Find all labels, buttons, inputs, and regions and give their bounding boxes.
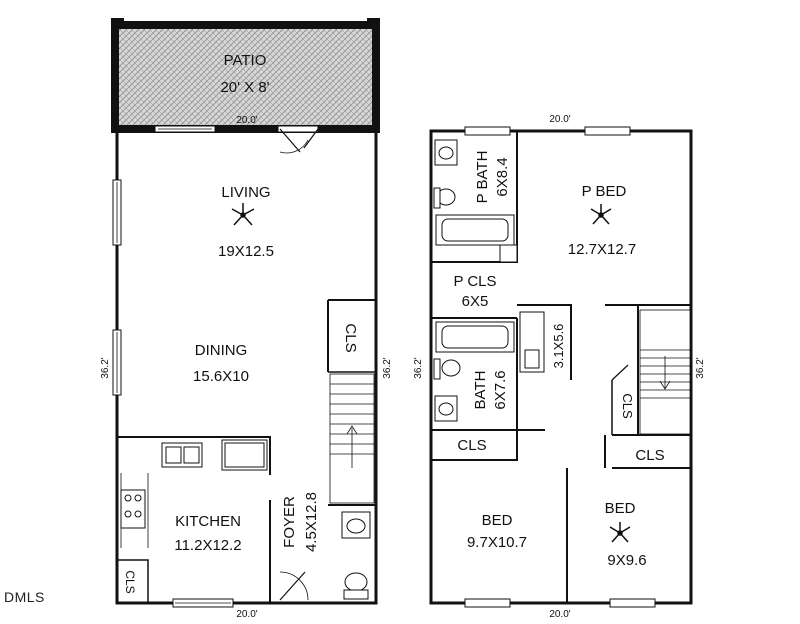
bed2-name: BED — [605, 500, 636, 517]
p-bath-size: 6X8.4 — [494, 157, 511, 196]
foyer-size: 4.5X12.8 — [303, 492, 320, 552]
foyer-name: FOYER — [281, 496, 298, 548]
dim-second-right: 36.2' — [695, 357, 706, 378]
ceiling-fan-icon — [590, 204, 612, 225]
first-floor — [111, 18, 380, 608]
dim-second-left: 36.2' — [413, 357, 424, 378]
dim-first-right: 36.2' — [382, 357, 393, 378]
foyer-fixtures — [279, 511, 371, 601]
dim-second-bottom: 20.0' — [549, 609, 570, 620]
first-floor-stairs — [329, 373, 375, 504]
first-floor-windows — [112, 179, 234, 608]
kitchen-size: 11.2X12.2 — [174, 537, 241, 554]
bed1-name: BED — [482, 512, 513, 529]
cls-first-stair-label: CLS — [342, 323, 359, 352]
kitchen-name: KITCHEN — [175, 513, 241, 530]
cls-second-left-label: CLS — [457, 437, 486, 454]
bath-size: 6X7.6 — [492, 370, 509, 409]
p-cls-size: 6X5 — [462, 293, 489, 310]
ceiling-fan-icon — [609, 522, 631, 543]
p-bed-name: P BED — [582, 183, 627, 200]
second-floor-stairs — [611, 309, 691, 435]
bed2-size: 9X9.6 — [607, 552, 646, 569]
cls-second-stair-label: CLS — [620, 393, 635, 419]
second-floor-windows — [464, 126, 656, 608]
patio — [111, 18, 380, 154]
brand-label: DMLS — [4, 589, 45, 605]
living-name: LIVING — [221, 184, 270, 201]
p-cls-name: P CLS — [453, 273, 496, 290]
dim-second-top: 20.0' — [549, 114, 570, 125]
kitchen-fixtures — [120, 439, 268, 548]
dim-first-top: 20.0' — [236, 115, 257, 126]
p-bed-size: 12.7X12.7 — [568, 241, 636, 258]
dim-first-left: 36.2' — [100, 357, 111, 378]
cls-second-right-label: CLS — [635, 447, 664, 464]
dim-first-bottom: 20.0' — [236, 609, 257, 620]
second-floor — [429, 126, 693, 608]
living-size: 19X12.5 — [218, 243, 274, 260]
bath-name: BATH — [472, 371, 489, 410]
patio-size: 20' X 8' — [220, 79, 269, 96]
ceiling-fan-icon — [231, 203, 255, 226]
cls-first-kitchen-label: CLS — [123, 570, 137, 593]
closet-small-size: 3.1X5.6 — [551, 324, 566, 369]
patio-name: PATIO — [224, 52, 267, 69]
bath-fixtures — [433, 311, 545, 422]
p-bath-fixtures — [433, 139, 518, 263]
p-bath-name: P BATH — [474, 151, 491, 204]
dining-size: 15.6X10 — [193, 368, 249, 385]
bed1-size: 9.7X10.7 — [467, 534, 527, 551]
dining-name: DINING — [195, 342, 248, 359]
